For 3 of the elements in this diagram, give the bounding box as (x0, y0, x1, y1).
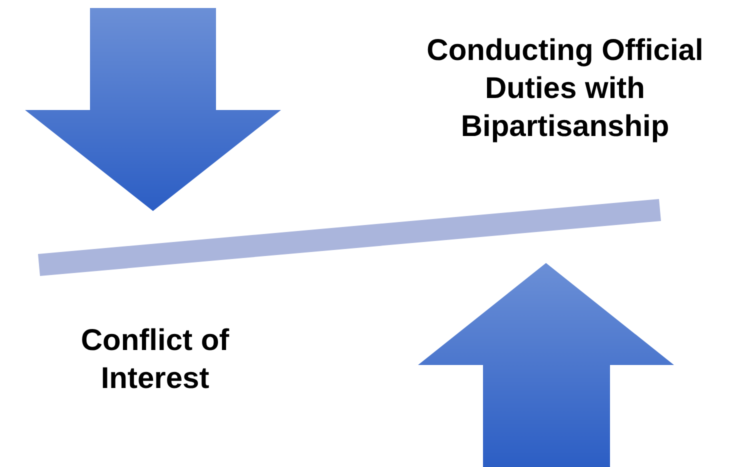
heading-text: Conducting Official Duties with Bipartisanship (426, 33, 704, 145)
heading-text: Conflict of Interest (80, 323, 230, 397)
seesaw-beam (38, 199, 661, 276)
